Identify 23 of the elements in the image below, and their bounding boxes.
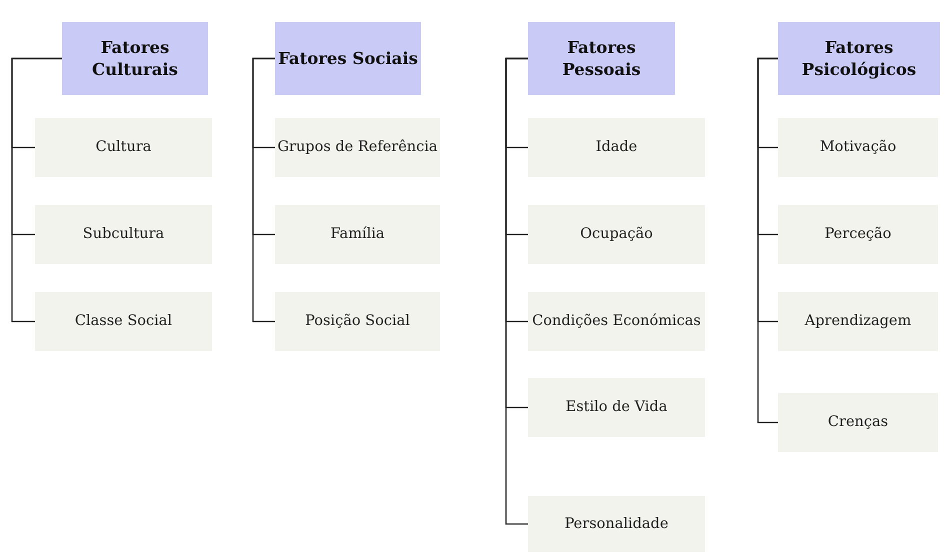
factor-box: Posição Social: [275, 292, 440, 351]
factor-box: Motivação: [778, 118, 938, 177]
factor-box: Estilo de Vida: [528, 378, 705, 437]
factor-box: Crenças: [778, 393, 938, 452]
factor-box: Grupos de Referência: [275, 118, 440, 177]
factor-box: Condições Económicas: [528, 292, 705, 351]
factor-box: Classe Social: [35, 292, 212, 351]
connector-line: [11, 58, 62, 322]
factor-box: Família: [275, 205, 440, 264]
factor-box: Idade: [528, 118, 705, 177]
factor-box: Cultura: [35, 118, 212, 177]
factor-box: Aprendizagem: [778, 292, 938, 351]
category-header: Fatores Culturais: [62, 22, 208, 95]
category-header: Fatores Psicológicos: [778, 22, 940, 95]
category-header: Fatores Pessoais: [528, 22, 675, 95]
category-header: Fatores Sociais: [275, 22, 421, 95]
connector-line: [252, 58, 275, 322]
connector-line: [505, 58, 528, 525]
factor-box: Subcultura: [35, 205, 212, 264]
connector-line: [757, 58, 778, 424]
factor-box: Ocupação: [528, 205, 705, 264]
factor-box: Perceção: [778, 205, 938, 264]
factor-box: Personalidade: [528, 496, 705, 552]
